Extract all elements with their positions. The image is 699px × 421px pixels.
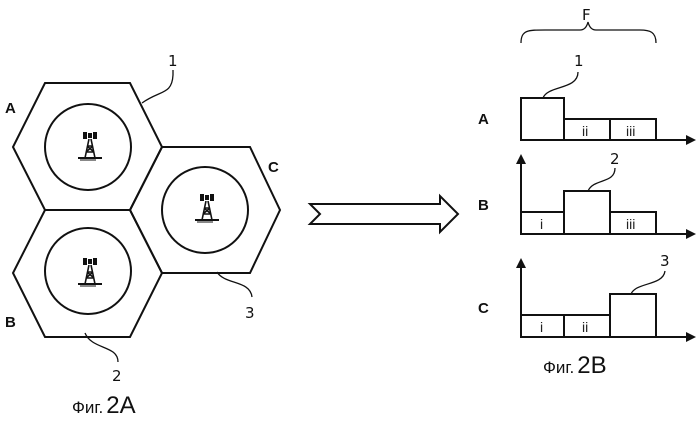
axis-arrowhead-icon [516, 258, 526, 268]
cell-c-coverage-circle [161, 166, 249, 254]
ref-2-label: 2 [112, 367, 122, 385]
row-c-ref: 3 [660, 252, 670, 270]
ref-3-leader-b [630, 270, 666, 295]
axis-arrowhead-icon [686, 135, 696, 145]
spectrum-row-c: C i ii 3 [478, 252, 696, 342]
row-c-block-3-allocated [609, 293, 657, 338]
row-a-label: A [478, 111, 489, 128]
axis-arrowhead-icon [686, 332, 696, 342]
spectrum-row-b: B i iii 2 [478, 150, 696, 239]
ref-1-label: 1 [168, 52, 178, 70]
figure-2a-caption: Фиг.2A [72, 392, 136, 419]
row-a-ref: 1 [574, 52, 584, 70]
row-c-block-i-label: i [540, 319, 543, 335]
right-arrow-icon [307, 193, 460, 235]
cell-c-label: C [268, 159, 279, 176]
cell-c: C 3 [128, 146, 282, 322]
axis-arrowhead-icon [686, 229, 696, 239]
spectrum-row-a: A ii iii 1 [478, 52, 696, 145]
cell-b-label: B [5, 314, 16, 331]
row-b-block-iii-label: iii [626, 216, 635, 232]
ref-1-leader-b [542, 71, 579, 99]
ref-3-leader [216, 271, 253, 298]
cell-a: A 1 [5, 52, 178, 211]
row-a-block-ii-label: ii [582, 123, 588, 139]
axis-arrowhead-icon [516, 154, 526, 164]
row-c-label: C [478, 300, 489, 317]
row-b-block-2-allocated [563, 190, 611, 235]
ref-2-leader [84, 332, 119, 363]
ref-3-label: 3 [245, 304, 255, 322]
band-label: F [582, 6, 591, 24]
row-b-block-i-label: i [540, 216, 543, 232]
ref-2-leader-b [587, 167, 616, 192]
row-c-block-ii-label: ii [582, 319, 588, 335]
ref-1-leader [141, 70, 174, 104]
figure-2b-caption: Фиг.2B [543, 352, 607, 379]
cell-a-label: A [5, 100, 16, 117]
cell-b: B 2 [5, 209, 164, 385]
row-b-ref: 2 [610, 150, 620, 168]
band-brace [520, 21, 657, 44]
row-b-label: B [478, 197, 489, 214]
row-a-block-iii-label: iii [626, 123, 635, 139]
row-a-block-1-allocated [520, 97, 565, 141]
